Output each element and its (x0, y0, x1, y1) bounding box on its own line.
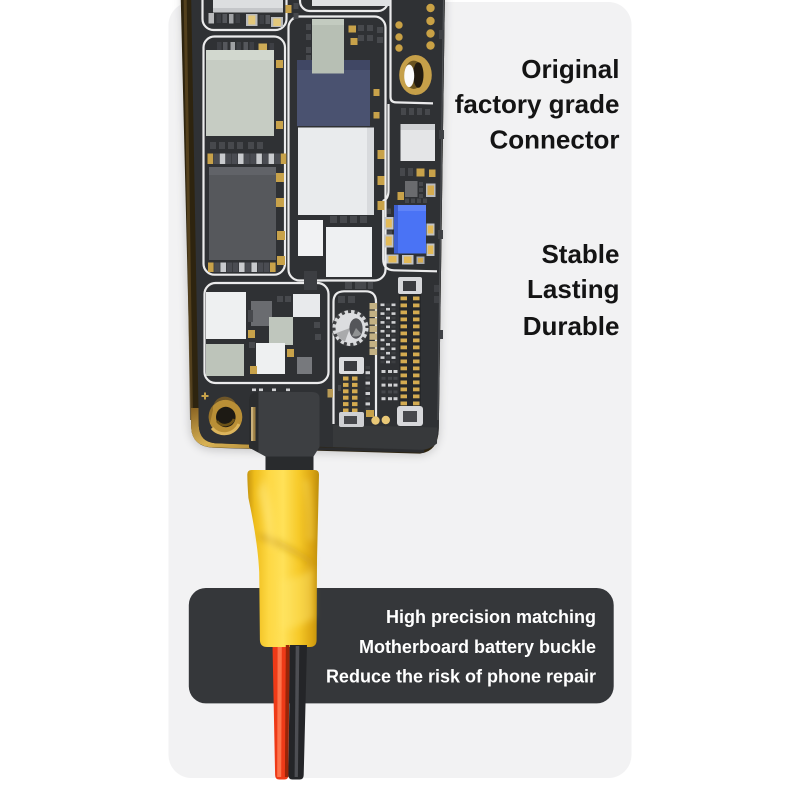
svg-text:Stable: Stable (541, 239, 619, 269)
svg-text:Durable: Durable (523, 311, 620, 341)
svg-text:Connector: Connector (490, 125, 620, 155)
svg-text:Original: Original (521, 54, 619, 84)
svg-text:factory grade: factory grade (455, 89, 620, 119)
svg-text:Motherboard battery buckle: Motherboard battery buckle (359, 637, 596, 657)
svg-text:Reduce the risk of phone repai: Reduce the risk of phone repair (326, 666, 596, 686)
svg-text:Lasting: Lasting (527, 274, 619, 304)
svg-text:High precision matching: High precision matching (386, 607, 596, 627)
